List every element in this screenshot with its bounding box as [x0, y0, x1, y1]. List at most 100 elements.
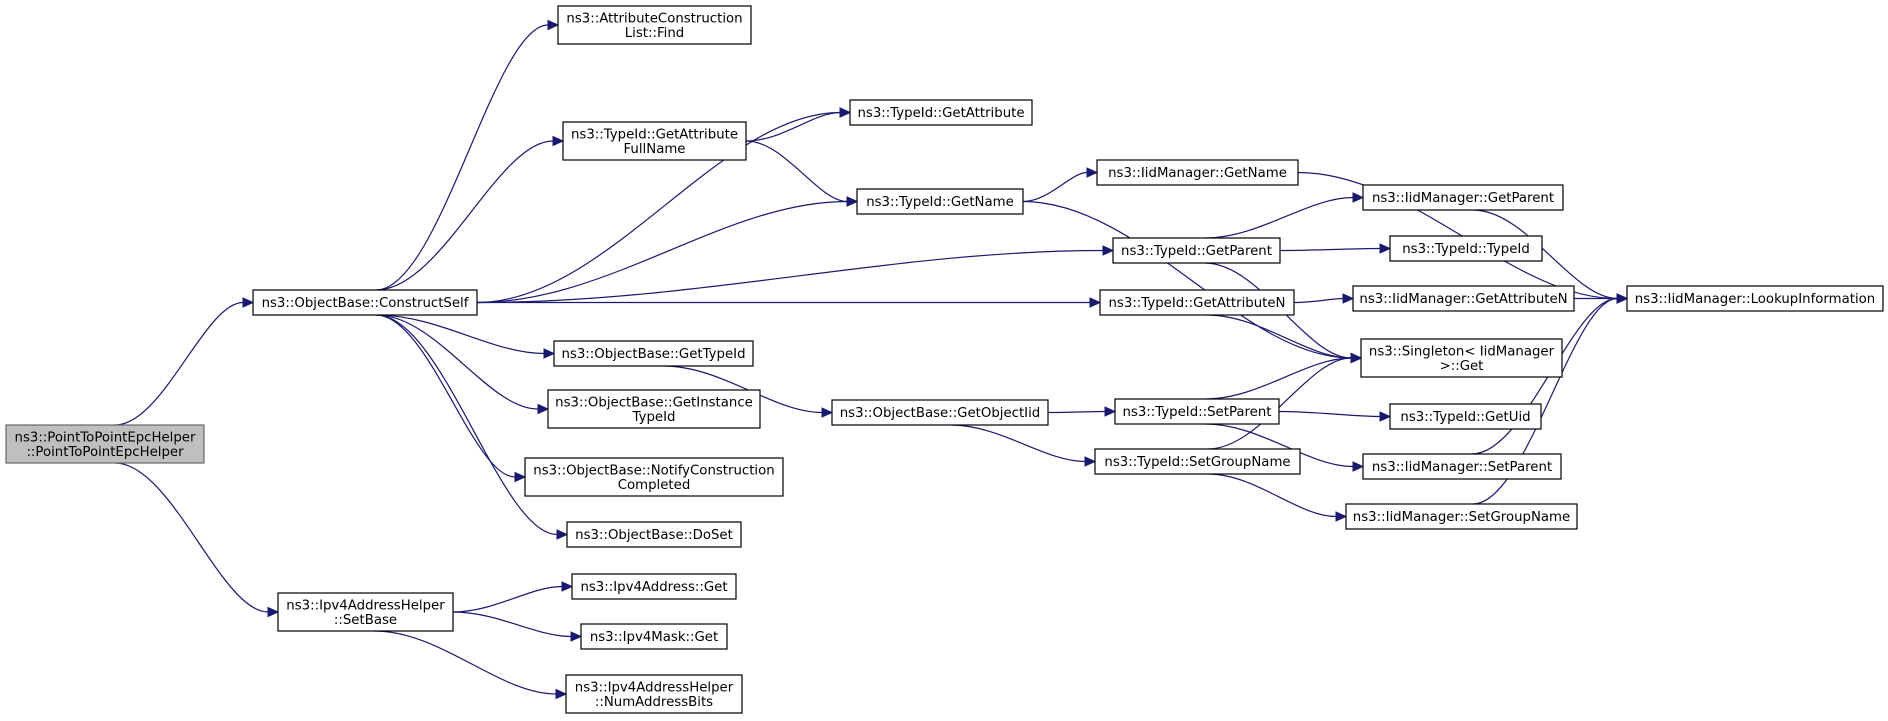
node-label-line: ns3::IidManager::GetParent	[1372, 191, 1554, 206]
arrowhead-icon	[1089, 297, 1102, 308]
node-notifyconstruction[interactable]: ns3::ObjectBase::NotifyConstructionCompl…	[524, 457, 784, 497]
edge-getobjectiid-to-setparent	[1047, 406, 1117, 417]
edge-line	[1205, 423, 1354, 468]
node-box	[524, 457, 784, 497]
arrowhead-icon	[1084, 456, 1097, 467]
node-getobjectiid[interactable]: ns3::ObjectBase::GetObjectIid	[831, 399, 1049, 426]
edge-line	[1279, 247, 1381, 252]
node-iid_getparent[interactable]: ns3::IidManager::GetParent	[1362, 184, 1564, 211]
node-label-line: ns3::ObjectBase::ConstructSelf	[262, 296, 469, 311]
edge-line	[452, 585, 563, 613]
node-getattrn[interactable]: ns3::TypeId::GetAttributeN	[1099, 289, 1295, 316]
node-iid_getname[interactable]: ns3::IidManager::GetName	[1096, 159, 1299, 186]
edge-line	[376, 314, 558, 536]
node-setparent[interactable]: ns3::TypeId::SetParent	[1114, 398, 1280, 425]
edge-line	[1205, 357, 1352, 400]
edge-getname-to-iid_getname	[1022, 167, 1099, 203]
node-iid_setgroupname[interactable]: ns3::IidManager::SetGroupName	[1345, 503, 1578, 530]
edge-line	[745, 111, 841, 142]
edge-root-to-setbase	[114, 462, 280, 618]
node-label-line: ns3::PointToPointEpcHelper	[15, 430, 196, 445]
node-label-line: ns3::TypeId::GetParent	[1121, 244, 1272, 259]
node-numaddressbits[interactable]: ns3::Ipv4AddressHelper::NumAddressBits	[565, 674, 743, 714]
node-root[interactable]: ns3::PointToPointEpcHelper::PointToPoint…	[5, 424, 205, 464]
arrowhead-icon	[1104, 406, 1117, 417]
node-label-line: ns3::TypeId::SetGroupName	[1104, 455, 1290, 470]
node-lookup[interactable]: ns3::IidManager::LookupInformation	[1626, 285, 1884, 312]
node-getattr[interactable]: ns3::TypeId::GetAttribute	[849, 99, 1033, 126]
arrowhead-icon	[1352, 192, 1365, 203]
node-singleton[interactable]: ns3::Singleton< IidManager>::Get	[1360, 338, 1563, 378]
node-label-line: ns3::Ipv4Mask::Get	[590, 630, 718, 645]
node-iid_getattrn[interactable]: ns3::IidManager::GetAttributeN	[1352, 285, 1575, 312]
node-setbase[interactable]: ns3::Ipv4AddressHelper::SetBase	[277, 592, 454, 632]
node-box	[856, 188, 1024, 215]
node-label-line: ::PointToPointEpcHelper	[26, 445, 184, 460]
arrowhead-icon	[543, 348, 556, 359]
node-setgroupname[interactable]: ns3::TypeId::SetGroupName	[1094, 448, 1301, 475]
edge-line	[452, 611, 572, 638]
edge-line	[376, 314, 539, 410]
node-box	[557, 5, 752, 45]
edge-getparent-to-typeid_typeid	[1279, 243, 1392, 254]
arrowhead-icon	[821, 407, 834, 418]
node-iid_setparent[interactable]: ns3::IidManager::SetParent	[1362, 453, 1562, 480]
node-label-line: FullName	[624, 142, 686, 157]
node-label-line: ns3::TypeId::SetParent	[1122, 405, 1271, 420]
node-getname[interactable]: ns3::TypeId::GetName	[856, 188, 1024, 215]
node-label-line: ns3::TypeId::GetAttribute	[571, 127, 738, 142]
arrowhead-icon	[242, 297, 255, 308]
node-box	[571, 573, 737, 600]
edge-line	[1473, 297, 1618, 505]
edge-getparent-to-iid_getparent	[1204, 192, 1365, 239]
node-label-line: ns3::ObjectBase::GetTypeId	[561, 347, 745, 362]
edge-line	[1293, 297, 1344, 304]
arrowhead-icon	[514, 471, 527, 483]
edge-line	[476, 111, 841, 304]
node-label-line: ns3::TypeId::TypeId	[1402, 242, 1530, 257]
edge-construct-to-gettypeid	[376, 314, 556, 359]
edge-construct-to-notifyconstruction	[376, 314, 527, 483]
edge-line	[114, 462, 269, 613]
edge-line	[1472, 209, 1618, 300]
edge-setbase-to-ipv4addr_get	[452, 581, 574, 613]
edges-layer	[114, 19, 1629, 700]
edge-setbase-to-ipv4mask_get	[452, 611, 583, 642]
node-label-line: List::Find	[625, 26, 684, 41]
node-construct[interactable]: ns3::ObjectBase::ConstructSelf	[252, 289, 478, 316]
edge-getattrfull-to-getattr	[745, 107, 852, 142]
arrowhead-icon	[556, 529, 569, 540]
arrowhead-icon	[846, 196, 859, 207]
node-getparent[interactable]: ns3::TypeId::GetParent	[1112, 237, 1281, 264]
edge-line	[1022, 171, 1088, 203]
edge-line	[1204, 196, 1354, 239]
node-box	[580, 623, 728, 650]
node-getuid[interactable]: ns3::TypeId::GetUid	[1389, 403, 1542, 430]
arrowhead-icon	[1102, 245, 1115, 256]
edge-line	[374, 630, 557, 695]
edge-construct-to-getattrfull	[376, 135, 565, 291]
edge-line	[1207, 473, 1337, 518]
node-label-line: ns3::TypeId::GetName	[866, 195, 1014, 210]
node-ipv4mask_get[interactable]: ns3::Ipv4Mask::Get	[580, 623, 728, 650]
node-typeid_typeid[interactable]: ns3::TypeId::TypeId	[1389, 235, 1543, 262]
node-label-line: TypeId	[632, 410, 676, 425]
edge-line	[376, 140, 554, 291]
edge-line	[476, 249, 1104, 304]
node-box	[1389, 235, 1543, 262]
node-ipv4addr_get[interactable]: ns3::Ipv4Address::Get	[571, 573, 737, 600]
node-box	[566, 521, 742, 548]
arrowhead-icon	[839, 107, 852, 118]
node-box	[1352, 285, 1575, 312]
edge-setgroupname-to-singleton	[1207, 352, 1363, 450]
node-label-line: ns3::TypeId::GetAttributeN	[1109, 296, 1286, 311]
node-gettypeid[interactable]: ns3::ObjectBase::GetTypeId	[553, 340, 754, 367]
node-doset[interactable]: ns3::ObjectBase::DoSet	[566, 521, 742, 548]
node-box	[1099, 289, 1295, 316]
arrowhead-icon	[561, 581, 574, 592]
edge-line	[663, 365, 823, 414]
